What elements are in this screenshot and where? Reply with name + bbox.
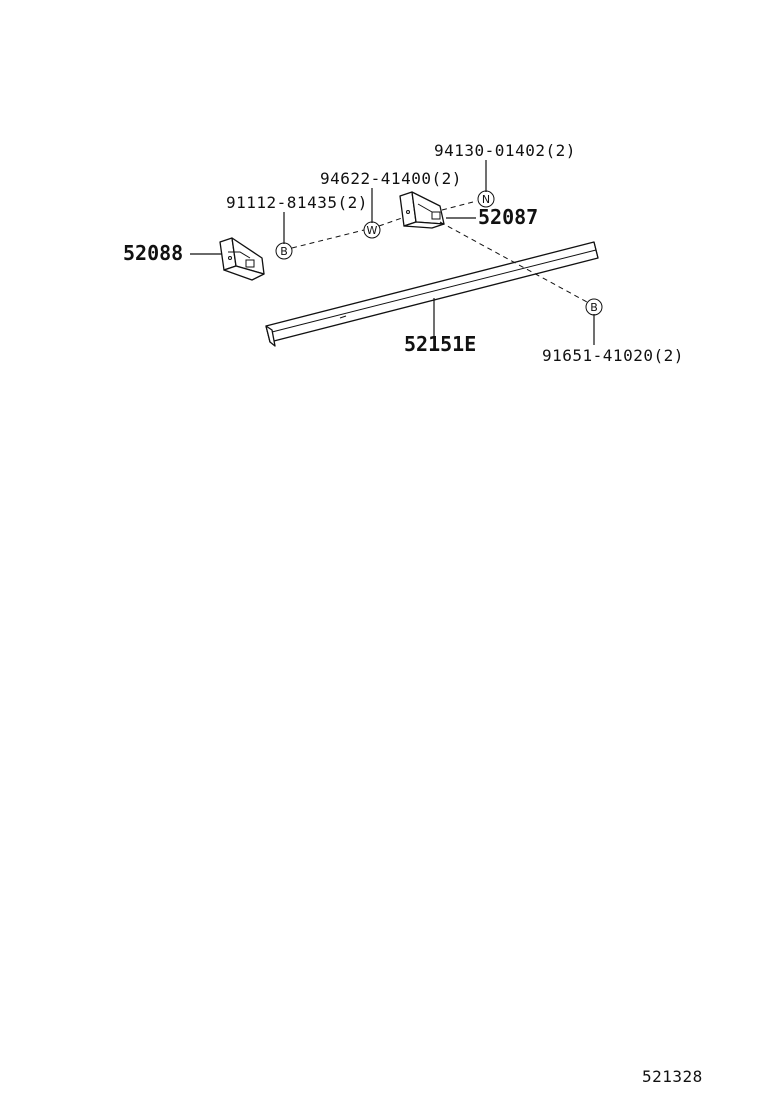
washer-symbol-text: W [367, 224, 378, 237]
nut-symbol: N [477, 190, 495, 208]
assembly-line-top [441, 200, 478, 211]
assembly-line-center [378, 217, 403, 227]
label-52087: 52087 [478, 205, 538, 229]
bolt-symbol-left-text: B [280, 245, 288, 258]
bolt-symbol-right-text: B [590, 301, 598, 314]
label-bolt-right: 91651-41020(2) [542, 346, 684, 365]
bracket-right [399, 191, 445, 229]
assembly-line-right [439, 221, 588, 303]
diagram-code: 521328 [642, 1067, 703, 1086]
reinforcement-rail [265, 241, 599, 347]
label-nut: 94130-01402(2) [434, 141, 576, 160]
washer-symbol: W [363, 221, 381, 239]
assembly-line-left [291, 229, 365, 249]
bolt-symbol-right: B [585, 298, 603, 316]
label-bolt-left: 91112-81435(2) [226, 193, 368, 212]
bracket-left [219, 237, 265, 281]
label-52151e: 52151E [404, 332, 476, 356]
nut-symbol-text: N [482, 193, 490, 206]
bolt-symbol-left: B [275, 242, 293, 260]
label-washer: 94622-41400(2) [320, 169, 462, 188]
label-52088: 52088 [123, 241, 183, 265]
